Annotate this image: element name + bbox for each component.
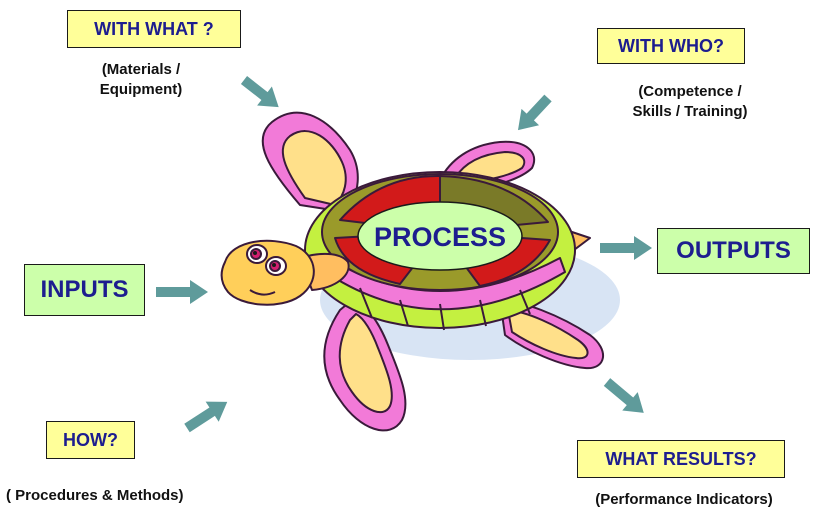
with-who-caption-line-1: (Competence /	[638, 83, 742, 100]
with-what-caption-line-2: Equipment)	[99, 81, 183, 98]
with-what-caption-line-1: (Materials /	[101, 61, 181, 78]
how-caption: ( Procedures & Methods)	[6, 487, 184, 504]
with-who-caption-line-2: Skills / Training)	[632, 103, 748, 120]
arrow-what-results	[603, 378, 644, 413]
outputs-label: OUTPUTS	[657, 228, 810, 274]
process-label: PROCESS	[374, 222, 506, 252]
with-who-caption: (Competence / Skills / Training)	[600, 82, 780, 122]
arrow-inputs	[156, 280, 208, 304]
with-what-label: WITH WHAT ?	[67, 10, 241, 48]
turtle-illustration	[220, 111, 620, 432]
with-who-label: WITH WHO?	[597, 28, 745, 64]
arrow-with-what	[240, 76, 279, 108]
arrow-with-who	[517, 94, 552, 131]
what-results-caption: (Performance Indicators)	[595, 491, 773, 508]
with-what-caption: (Materials / Equipment)	[66, 60, 216, 100]
what-results-label: WHAT RESULTS?	[577, 440, 785, 478]
inputs-label: INPUTS	[24, 264, 145, 316]
arrow-how	[184, 401, 228, 433]
how-label: HOW?	[46, 421, 135, 459]
arrow-outputs	[600, 236, 652, 260]
process-node: PROCESS	[357, 201, 523, 271]
